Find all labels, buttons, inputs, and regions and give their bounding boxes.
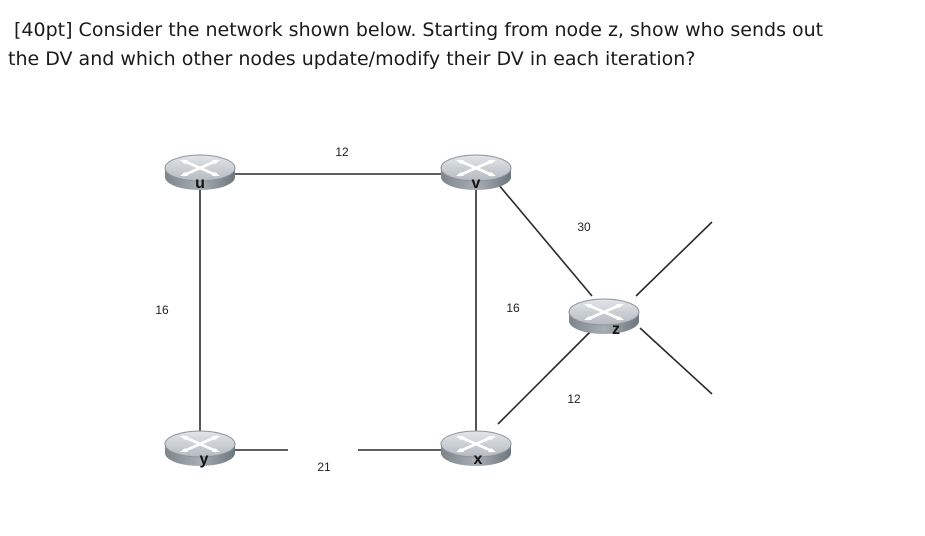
cost-x-y: 21 bbox=[317, 460, 331, 474]
link-z-external-lower bbox=[639, 327, 713, 395]
cost-x-z: 12 bbox=[567, 392, 581, 406]
cost-u-v: 12 bbox=[335, 145, 349, 159]
cost-u-y: 16 bbox=[155, 303, 169, 317]
node-label-y: y bbox=[200, 451, 209, 468]
router-y: y bbox=[163, 429, 237, 468]
node-label-u: u bbox=[195, 175, 205, 192]
router-x: x bbox=[439, 429, 513, 468]
link-z-external-upper bbox=[635, 221, 713, 297]
router-u: u bbox=[163, 153, 237, 192]
link-x-z bbox=[497, 325, 597, 425]
node-label-z: z bbox=[612, 321, 620, 338]
router-z: z bbox=[567, 297, 641, 338]
router-v: v bbox=[439, 153, 513, 192]
cost-v-x: 16 bbox=[506, 301, 520, 315]
link-v-z bbox=[497, 183, 593, 297]
question-line-1: [40pt] Consider the network shown below.… bbox=[14, 19, 824, 41]
question-line-2: the DV and which other nodes update/modi… bbox=[8, 48, 696, 70]
node-label-v: v bbox=[472, 175, 481, 192]
question-text: [40pt] Consider the network shown below.… bbox=[8, 16, 908, 74]
cost-v-z: 30 bbox=[577, 220, 591, 234]
node-label-x: x bbox=[474, 451, 483, 468]
links bbox=[199, 173, 713, 451]
